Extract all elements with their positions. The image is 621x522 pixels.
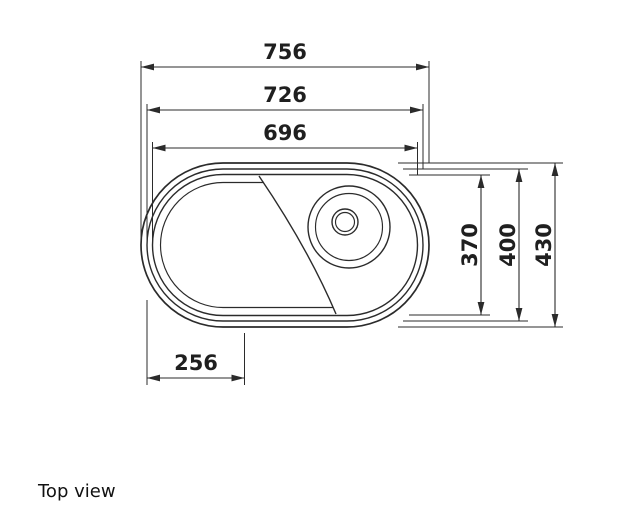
- arrowhead-right: [231, 374, 245, 382]
- dim-label-rim-width: 726: [263, 83, 307, 107]
- arrowhead-right: [404, 144, 418, 152]
- drain-inner-circle: [334, 211, 356, 233]
- arrowhead-top: [551, 163, 559, 176]
- arrowhead-top: [515, 169, 523, 182]
- dim-label-rim-height: 400: [496, 223, 520, 267]
- bowl-inner-circle: [314, 192, 384, 262]
- dim-label-outer-height: 430: [532, 223, 556, 267]
- arrowhead-right: [416, 63, 429, 71]
- dim-height-rim: 400: [403, 168, 528, 322]
- bowl-outer-circle: [307, 185, 391, 269]
- arrowhead-bottom: [515, 308, 523, 321]
- dim-label-basin-width: 696: [263, 121, 307, 145]
- sink-outline: [140, 162, 430, 328]
- arrowhead-top: [477, 175, 485, 188]
- drain-outer-circle: [331, 208, 359, 236]
- dim-height-outer: 430: [398, 162, 563, 328]
- arrowhead-left: [147, 374, 160, 382]
- sink-outer-outline: [140, 162, 430, 328]
- dim-height-basin: 370: [409, 174, 490, 316]
- dim-width-drainboard: 256: [146, 300, 245, 385]
- arrowhead-left: [147, 106, 160, 114]
- dim-label-drainboard-width: 256: [174, 351, 218, 375]
- view-caption: Top view: [37, 481, 116, 502]
- arrowhead-left: [152, 144, 166, 152]
- arrowhead-bottom: [551, 314, 559, 327]
- drainboard-divider-line: [258, 175, 337, 315]
- dim-width-rim: 726: [146, 83, 424, 243]
- dim-label-outer-width: 756: [263, 40, 307, 64]
- sink-rim-outline: [146, 168, 424, 322]
- dim-width-outer: 756: [140, 40, 430, 243]
- arrowhead-left: [141, 63, 154, 71]
- arrowhead-bottom: [477, 302, 485, 315]
- arrowhead-right: [410, 106, 423, 114]
- sink-basin-outline: [151, 173, 419, 317]
- dim-label-basin-height: 370: [458, 223, 482, 267]
- drainboard-outline: [159, 181, 333, 309]
